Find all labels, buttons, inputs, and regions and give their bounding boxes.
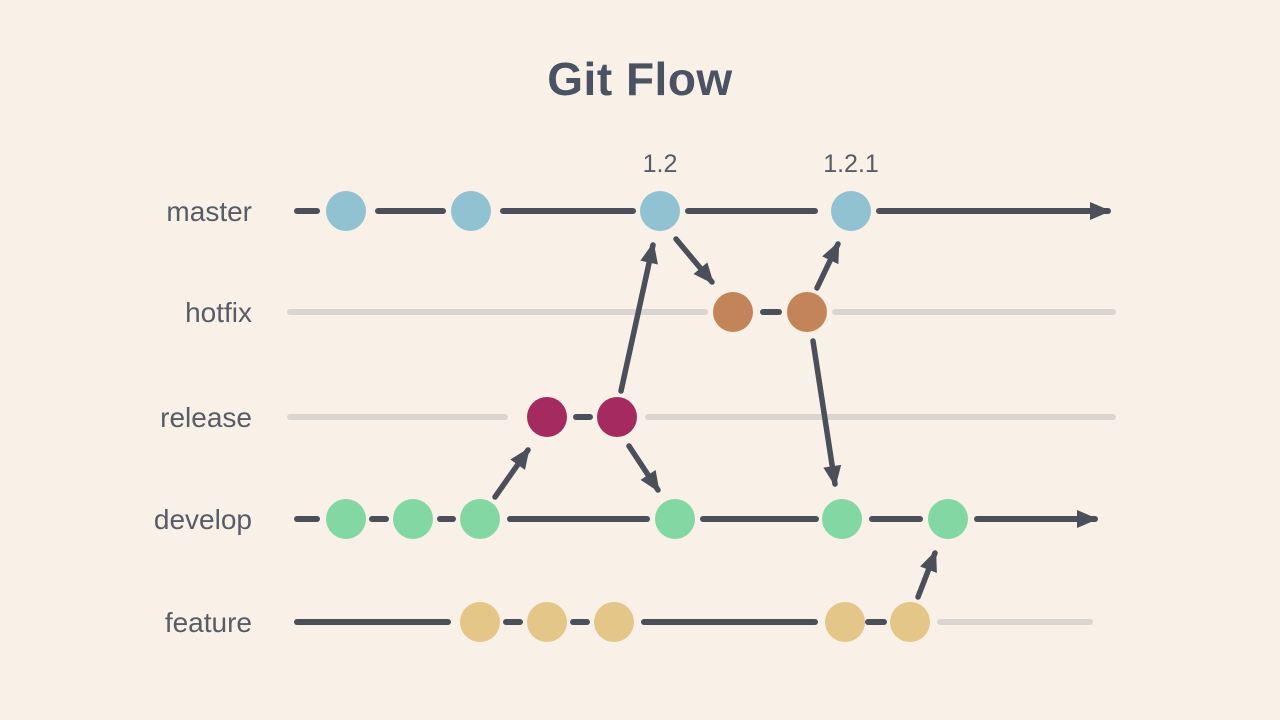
commit-hotfix-2 — [787, 292, 827, 332]
version-tag-1.2.1: 1.2.1 — [823, 150, 879, 178]
commit-master-3 — [640, 191, 680, 231]
diagram-title: Git Flow — [547, 53, 733, 105]
commit-develop-2 — [393, 499, 433, 539]
merge-arrow-release-to-develop — [626, 443, 661, 493]
commit-master-4 — [831, 191, 871, 231]
commit-feature-4 — [825, 602, 865, 642]
commit-develop-1 — [326, 499, 366, 539]
merge-arrow-master-to-hotfix — [673, 236, 715, 285]
merge-arrow-hotfix-to-master — [814, 241, 841, 291]
commit-feature-3 — [594, 602, 634, 642]
commit-develop-4 — [655, 499, 695, 539]
branch-label-hotfix: hotfix — [185, 297, 252, 328]
branch-nodes-feature: feature — [165, 602, 930, 642]
branch-nodes-hotfix: hotfix — [185, 292, 827, 332]
branch-label-release: release — [160, 402, 252, 433]
branch-label-develop: develop — [154, 504, 252, 535]
merge-arrow-feature-to-develop — [915, 550, 938, 600]
commit-develop-6 — [928, 499, 968, 539]
merge-arrow-release-to-master — [618, 242, 658, 394]
commit-feature-1 — [460, 602, 500, 642]
commit-feature-2 — [527, 602, 567, 642]
version-tag-1.2: 1.2 — [643, 150, 678, 178]
branch-nodes-release: release — [160, 397, 637, 437]
merge-arrow-develop-to-release — [492, 447, 531, 500]
commit-develop-5 — [822, 499, 862, 539]
commit-master-2 — [451, 191, 491, 231]
branch-nodes-develop: develop — [154, 499, 968, 539]
commit-hotfix-1 — [713, 292, 753, 332]
commit-release-1 — [527, 397, 567, 437]
branch-nodes-master: 1.2 1.2.1 master — [166, 150, 879, 231]
commit-feature-5 — [890, 602, 930, 642]
commit-develop-3 — [460, 499, 500, 539]
merge-arrow-hotfix-to-develop — [810, 338, 842, 487]
commit-master-1 — [326, 191, 366, 231]
branch-label-master: master — [166, 196, 252, 227]
commit-release-2 — [597, 397, 637, 437]
branch-label-feature: feature — [165, 607, 252, 638]
